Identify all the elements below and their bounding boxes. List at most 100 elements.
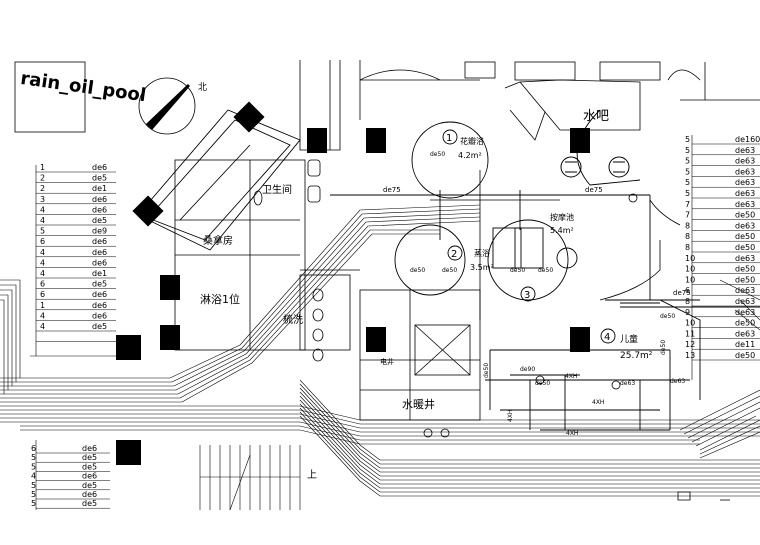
- legend-row-size: de63: [735, 167, 755, 176]
- legend-row-number: 1: [40, 301, 45, 310]
- legend-row-number: 6: [685, 286, 690, 295]
- legend-row-size: de6: [92, 290, 107, 299]
- legend-row-size: de6: [92, 237, 107, 246]
- legend-row-number: 6: [40, 280, 45, 289]
- legend-row-size: de50: [735, 232, 755, 241]
- legend-row-size: de6: [82, 444, 97, 453]
- pipe-label: de50: [442, 267, 457, 274]
- legend-row-number: 11: [685, 329, 695, 338]
- legend-row-number: 5: [685, 189, 690, 198]
- pipe-label: de75: [585, 186, 603, 194]
- legend-row-size: de5: [92, 174, 107, 183]
- legend-row-size: de5: [82, 499, 97, 508]
- legend-row-size: de50: [735, 265, 755, 274]
- room-steam-area: 3.5m²: [470, 263, 494, 272]
- legend-row-number: 7: [685, 200, 690, 209]
- legend-row-number: 4: [40, 311, 45, 320]
- pipe-label: de50: [430, 151, 445, 158]
- legend-row-size: de5: [92, 216, 107, 225]
- pipe-label: de50: [410, 267, 425, 274]
- pipe-bundle: [0, 204, 760, 497]
- legend-row-size: de63: [735, 254, 755, 263]
- legend-row-size: de5: [82, 453, 97, 462]
- pool-number-markers: [442, 129, 616, 344]
- legend-row-number: 13: [685, 351, 695, 360]
- pipe-label: 4XH: [566, 430, 578, 437]
- legend-row-number: 8: [685, 243, 690, 252]
- room-kids: 儿童: [620, 333, 638, 345]
- legend-row-size: de5: [82, 481, 97, 490]
- legend-row-number: 10: [685, 265, 695, 274]
- legend-row-size: de63: [735, 189, 755, 198]
- legend-row-size: de63: [735, 286, 755, 295]
- pool-number-4: 4: [604, 332, 610, 343]
- floor-drains: [423, 193, 638, 438]
- bottom-right-symbols: [677, 491, 730, 501]
- legend-row-size: de9: [92, 227, 107, 236]
- legend-row-number: 4: [40, 258, 45, 267]
- legend-row-number: 5: [31, 499, 36, 508]
- legend-row-size: de63: [735, 200, 755, 209]
- legend-row-number: 5: [40, 227, 45, 236]
- legend-row-size: de63: [735, 297, 755, 306]
- legend-row-size: de5: [92, 322, 107, 331]
- legend-row-size: de50: [735, 275, 755, 284]
- room-toilet: 卫生间: [262, 183, 292, 196]
- legend-row-size: de63: [735, 178, 755, 187]
- legend-row-size: de50: [735, 211, 755, 220]
- legend-row-size: de63: [735, 157, 755, 166]
- water-pipes: [330, 190, 760, 431]
- legend-row-number: 1: [40, 163, 45, 172]
- upstairs-label: 上: [307, 469, 317, 481]
- legend-row-size: de6: [82, 490, 97, 499]
- room-kids-area: 25.7m²: [620, 351, 653, 361]
- legend-row-size: de160: [735, 135, 760, 144]
- legend-row-size: de5: [82, 462, 97, 471]
- legend-row-number: 2: [40, 184, 45, 193]
- legend-row-number: 9: [685, 308, 690, 317]
- room-heat-well: 水暖井: [402, 397, 435, 411]
- room-water-bar: 水吧: [583, 109, 609, 124]
- legend-row-number: 4: [31, 472, 36, 481]
- column-markers: [116, 101, 590, 465]
- pipe-label: de50: [483, 363, 490, 378]
- legend-row-number: 12: [685, 340, 695, 349]
- room-steam: 蒸浴: [474, 248, 490, 258]
- legend-row-number: 4: [40, 322, 45, 331]
- legend-row-size: de1: [92, 269, 107, 278]
- legend-row-size: de1: [92, 184, 107, 193]
- legend-row-number: 8: [685, 297, 690, 306]
- stairs: [199, 445, 301, 511]
- pipe-label: 4XH: [592, 399, 604, 406]
- legend-row-size: de6: [92, 195, 107, 204]
- pipe-labels: de75 de75 de75 de50 de50 de50 de50 de50 …: [383, 151, 691, 437]
- legend-row-number: 8: [685, 232, 690, 241]
- legend-row-number: 7: [685, 211, 690, 220]
- legend-row-number: 5: [31, 453, 36, 462]
- legend-row-size: de6: [92, 163, 107, 172]
- bar-stools: [560, 156, 630, 178]
- pool-number-3: 3: [524, 290, 530, 301]
- pipe-label: de50: [660, 340, 667, 355]
- legend-row-size: de63: [735, 308, 755, 317]
- legend-row-number: 5: [685, 178, 690, 187]
- pipe-label: de50: [538, 267, 553, 274]
- legend-row-size: de6: [82, 472, 97, 481]
- legend-row-size: de50: [735, 319, 755, 328]
- room-spa: 花瓣浴: [460, 136, 484, 146]
- pool-number-2: 2: [451, 249, 457, 260]
- room-shower: 淋浴1位: [200, 292, 240, 306]
- legend-row-number: 10: [685, 254, 695, 263]
- legend-row-number: 4: [40, 216, 45, 225]
- north-arrow: 北: [138, 77, 207, 135]
- legend-row-number: 10: [685, 275, 695, 284]
- legend-row-size: de11: [735, 340, 755, 349]
- legend-row-number: 8: [685, 221, 690, 230]
- legend-row-number: 4: [40, 248, 45, 257]
- legend-row-size: de5: [92, 280, 107, 289]
- walls: [174, 60, 760, 421]
- title-box: [14, 61, 86, 133]
- wash-basins: [312, 288, 324, 362]
- pool-number-1: 1: [446, 133, 452, 144]
